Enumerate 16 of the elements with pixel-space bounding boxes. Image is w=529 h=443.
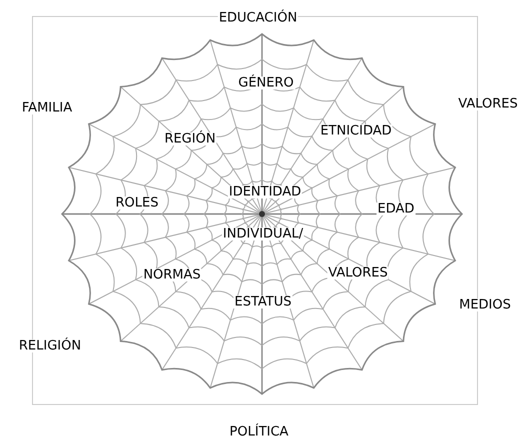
category-label: VALORES bbox=[457, 98, 519, 110]
category-label: ROLES bbox=[114, 196, 160, 210]
category-label: ETNICIDAD bbox=[319, 124, 393, 138]
category-label: IDENTIDAD bbox=[228, 186, 302, 198]
category-label: EDUCACIÓN bbox=[218, 12, 298, 24]
category-label: GÉNERO bbox=[237, 76, 295, 90]
category-label: FAMILIA bbox=[20, 102, 74, 114]
category-label: MEDIOS bbox=[458, 298, 512, 312]
category-label: RELIGIÓN bbox=[18, 340, 82, 352]
category-label: EDAD bbox=[376, 202, 416, 216]
category-label: INDIVIDUAL/ bbox=[222, 228, 304, 240]
category-label: POLÍTICA bbox=[228, 426, 290, 438]
category-label: REGIÓN bbox=[163, 132, 217, 146]
category-label: ESTATUS bbox=[234, 296, 292, 308]
category-label: VALORES bbox=[327, 266, 389, 280]
category-label: NORMAS bbox=[142, 268, 202, 282]
